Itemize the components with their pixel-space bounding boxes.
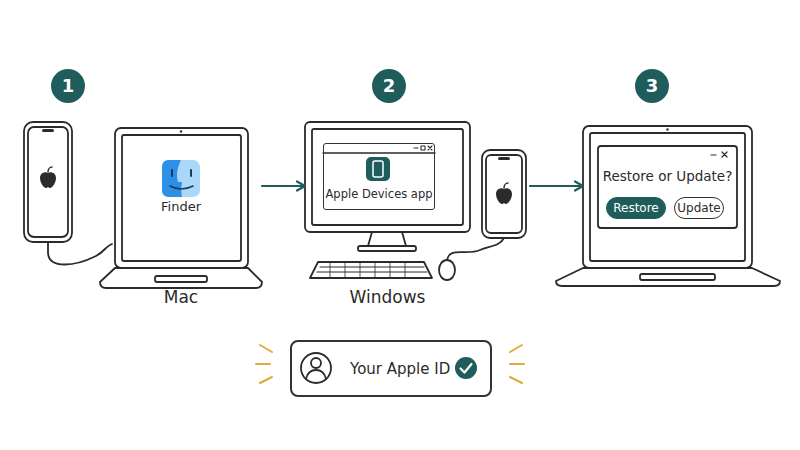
flow-arrow (530, 185, 583, 187)
finder-icon (162, 160, 200, 197)
app-window: Apple Devices app (323, 143, 435, 210)
node-text: Finder (100, 199, 262, 215)
mouse (439, 260, 455, 280)
user-icon (301, 353, 331, 383)
restore-button: Restore (606, 197, 666, 219)
iphone-left (24, 122, 72, 242)
usb-cable (48, 242, 112, 265)
mac-laptop (100, 128, 262, 288)
node-text: 2 (383, 75, 396, 97)
node-text: Windows (305, 287, 470, 307)
node-text: Restore or Update? (583, 168, 752, 184)
node-text: 3 (646, 75, 659, 97)
node-text: Update (677, 201, 720, 215)
step-number: 2 (372, 69, 406, 103)
node-text: Restore (613, 201, 659, 215)
usb-cable (447, 238, 504, 260)
highlight-rays (256, 345, 524, 383)
step-number: 1 (51, 69, 85, 103)
windows-device: Windows Apple Devices app (305, 122, 530, 307)
keyboard (310, 262, 432, 278)
node-text: 1 (62, 75, 75, 97)
node-text: Mac (100, 287, 262, 307)
check-badge (455, 357, 477, 379)
laptop-right (556, 126, 780, 286)
app-icon (366, 157, 390, 181)
windows-monitor (305, 122, 470, 251)
iphone-right (482, 150, 526, 238)
dialog-window (598, 146, 737, 228)
flow-arrow (262, 185, 305, 187)
mac-device: FinderMac (100, 126, 262, 306)
node-text: Your Apple ID (350, 360, 450, 378)
step-number: 3 (635, 69, 669, 103)
node-text: Apple Devices app (324, 188, 434, 202)
laptop-screen: Restore or Update? Restore Update (583, 126, 752, 268)
apple-id-box: Your Apple ID (290, 340, 492, 397)
update-button: Update (674, 197, 724, 219)
